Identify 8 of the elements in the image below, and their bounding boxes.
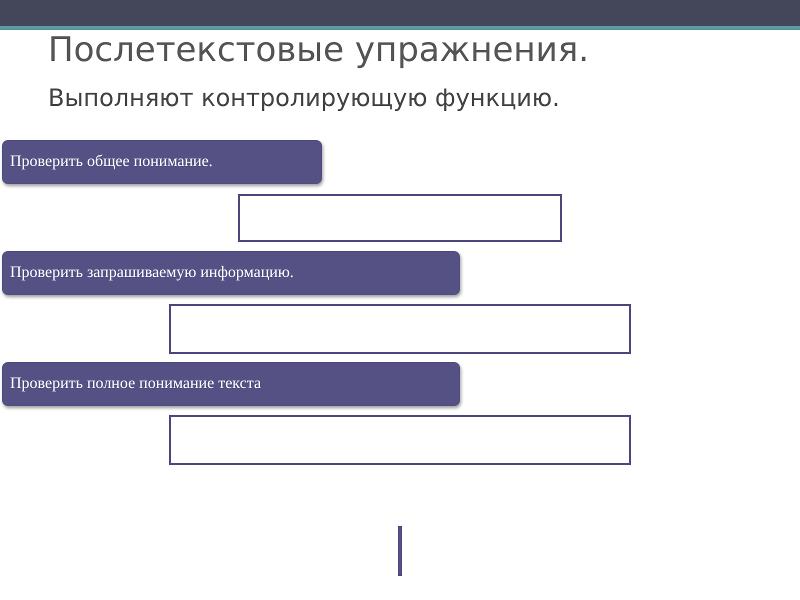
task-box: Проверить запрашиваемую информацию. bbox=[2, 251, 460, 295]
empty-box bbox=[169, 304, 631, 354]
task-box: Проверить полное понимание текста bbox=[2, 362, 460, 406]
task-box: Проверить общее понимание. bbox=[2, 140, 322, 184]
empty-box bbox=[169, 415, 631, 465]
empty-box bbox=[238, 194, 562, 242]
slide-title: Послетекстовые упражнения. bbox=[48, 30, 590, 70]
subtitle: Выполняют контролирующую функцию. bbox=[48, 84, 560, 112]
